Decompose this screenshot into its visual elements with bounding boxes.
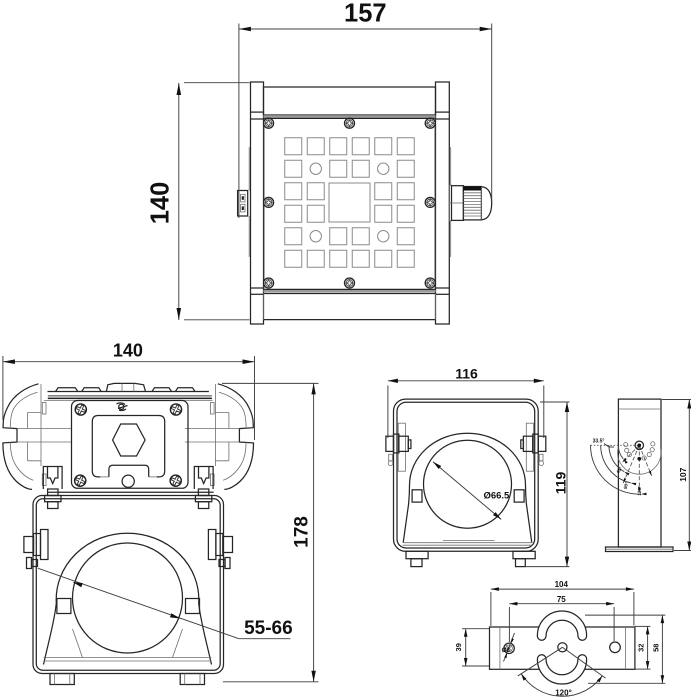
svg-text:33.5°: 33.5° xyxy=(593,439,605,445)
svg-text:Ø66.5: Ø66.5 xyxy=(483,490,510,501)
svg-text:140: 140 xyxy=(146,182,174,225)
svg-text:104: 104 xyxy=(555,580,569,589)
svg-text:58: 58 xyxy=(651,644,660,652)
svg-text:90°: 90° xyxy=(623,481,630,489)
svg-text:178: 178 xyxy=(292,516,313,548)
svg-text:157: 157 xyxy=(344,0,387,28)
svg-text:120°: 120° xyxy=(637,486,642,496)
svg-text:75: 75 xyxy=(557,595,566,604)
svg-text:140: 140 xyxy=(113,341,143,361)
svg-text:120°: 120° xyxy=(555,689,572,698)
svg-text:107: 107 xyxy=(678,467,688,481)
svg-text:32: 32 xyxy=(637,644,646,652)
svg-text:39: 39 xyxy=(454,643,463,651)
svg-text:Ø8: Ø8 xyxy=(502,648,511,654)
svg-text:116: 116 xyxy=(455,366,478,382)
svg-text:119: 119 xyxy=(552,471,568,494)
svg-text:55-66: 55-66 xyxy=(244,618,293,639)
svg-text:45°: 45° xyxy=(615,466,623,475)
